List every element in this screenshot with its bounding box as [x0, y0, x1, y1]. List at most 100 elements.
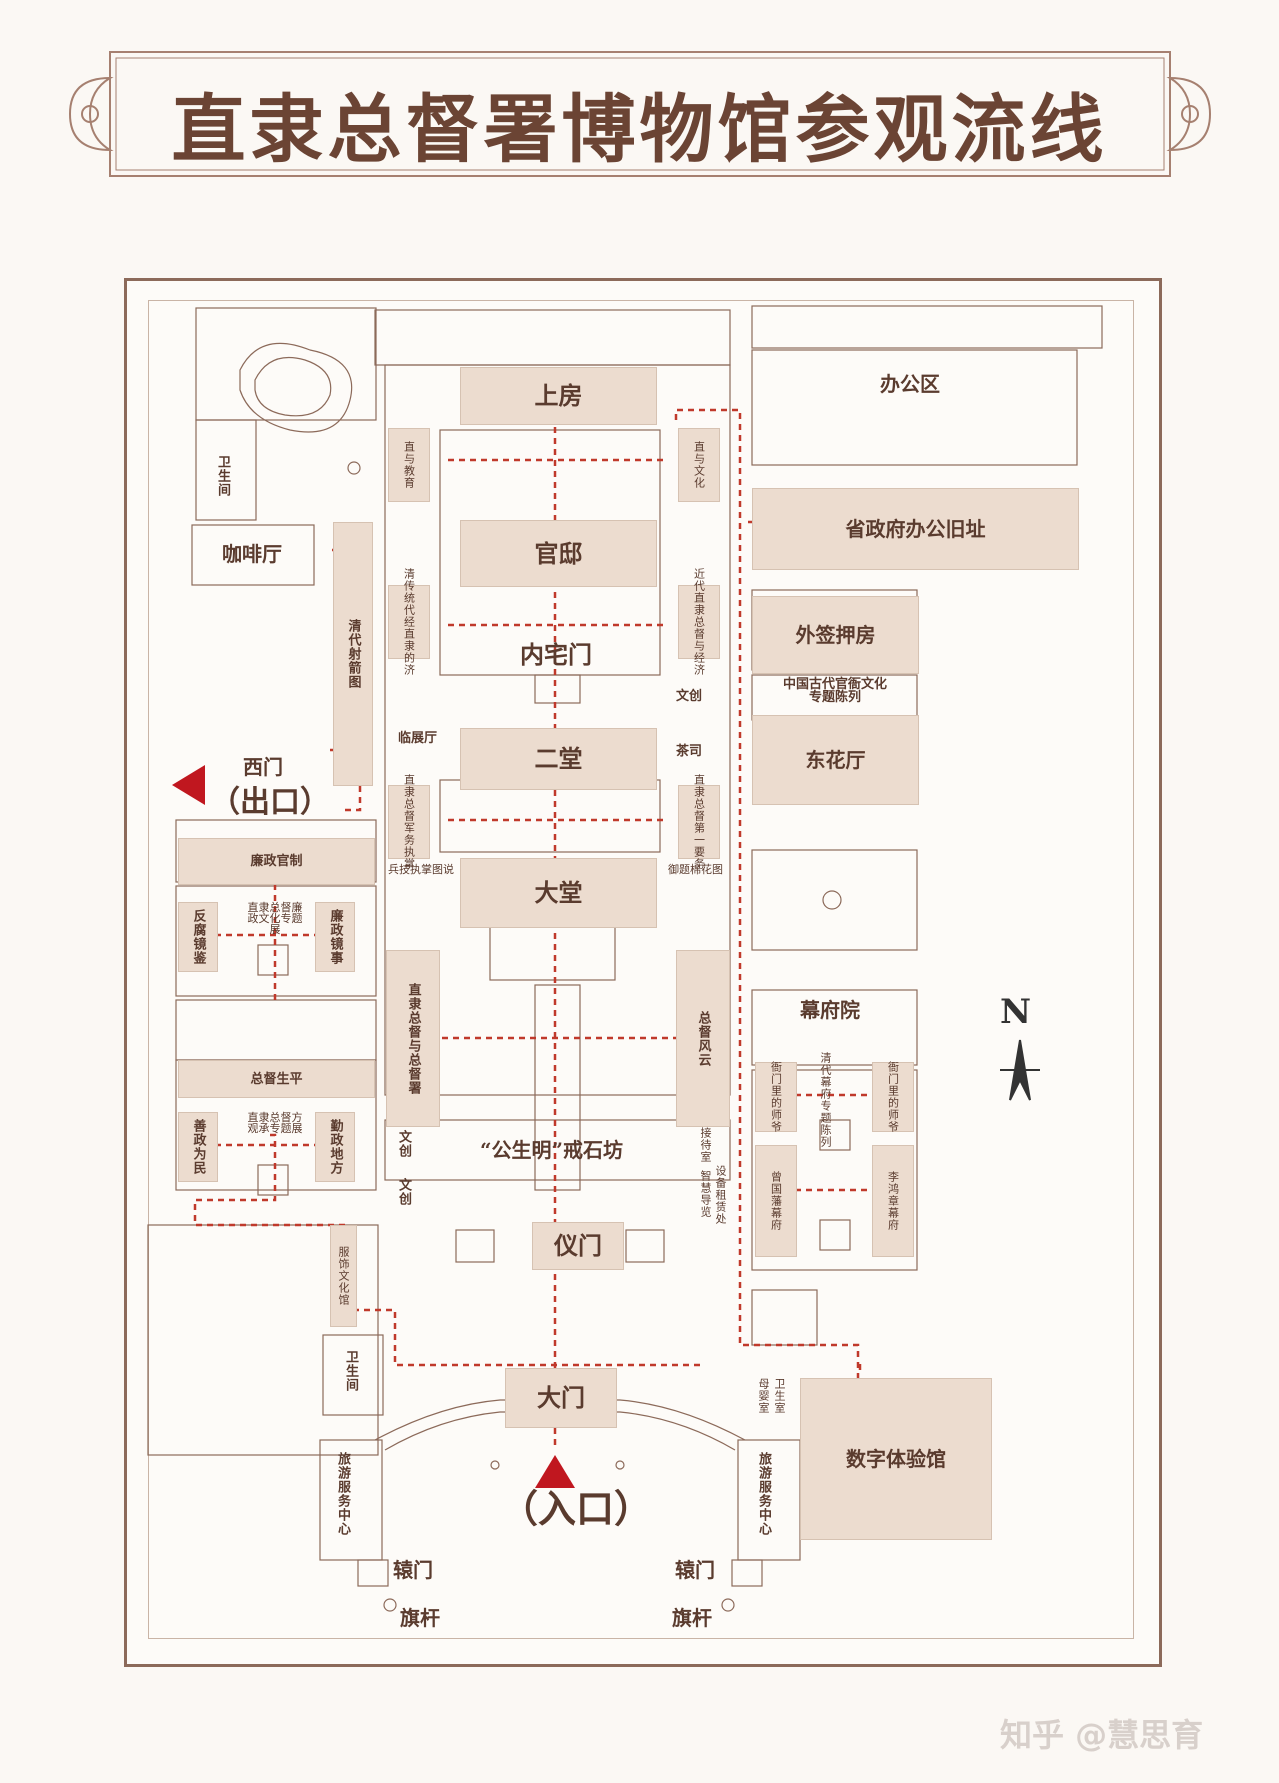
- label-jindai: 近代直隶总督与经济: [692, 568, 706, 676]
- hall-damen[interactable]: 大门: [505, 1368, 617, 1428]
- hall-yamen-right[interactable]: 衙门里的师爷: [872, 1061, 914, 1133]
- label-yuti: 御题棉花图: [668, 863, 723, 876]
- label-bingjizhi: 兵技执掌图说: [388, 863, 454, 876]
- label-costume: 服饰文化馆: [337, 1246, 350, 1306]
- label-yimen: 仪门: [554, 1231, 602, 1260]
- hall-wenhua[interactable]: 直与文化: [678, 428, 720, 502]
- hall-qing-shooting[interactable]: 清代射箭图: [333, 522, 373, 786]
- label-toilet-nw: 卫生间: [215, 455, 230, 497]
- hall-zongdu-shu[interactable]: 直隶总督与总督署: [386, 950, 440, 1127]
- label-zongdu-shu: 直隶总督与总督署: [405, 982, 421, 1095]
- label-jiedaishi: 接待室: [699, 1127, 712, 1163]
- label-donghuating: 东花厅: [805, 748, 866, 772]
- label-junwu: 直隶总督军务执掌: [402, 774, 416, 870]
- label-fanfu: 反腐镜鉴: [190, 909, 206, 965]
- label-cafe: 咖啡厅: [222, 542, 282, 566]
- hall-lianzheng-jishi[interactable]: 廉政镜事: [315, 902, 355, 972]
- hall-yamen-left[interactable]: 衙门里的师爷: [755, 1061, 797, 1133]
- label-wenhua: 直与文化: [692, 441, 706, 489]
- hall-cafe[interactable]: 咖啡厅: [192, 525, 312, 583]
- hall-waiqian[interactable]: 外签押房: [752, 596, 919, 674]
- label-jieshifang: “公生明”戒石坊: [480, 1138, 624, 1162]
- label-diyi: 直隶总督第一要务: [692, 774, 706, 870]
- hall-ertang[interactable]: 二堂: [460, 728, 657, 790]
- label-toilet-sw: 卫生间: [343, 1350, 358, 1392]
- exit-marker: [172, 765, 205, 805]
- label-wenchuang-3: 文创: [396, 1178, 411, 1206]
- label-qing-econ: 清传统代经直隶的济: [402, 568, 416, 676]
- label-yamen-left: 衙门里的师爷: [769, 1061, 783, 1133]
- hall-qinzheng[interactable]: 勤政地方: [315, 1112, 355, 1182]
- label-entrance: （入口）: [500, 1486, 653, 1531]
- label-qing-mufu: 清代幕府专题陈列: [819, 1052, 832, 1148]
- label-mufuyuan: 幕府院: [800, 998, 860, 1022]
- hall-yimen[interactable]: 仪门: [532, 1222, 624, 1270]
- label-guanxie: 官邸: [534, 538, 583, 568]
- label-shangfang: 上房: [534, 381, 583, 410]
- entrance-marker: [535, 1455, 575, 1488]
- label-zhihui-daolan: 智慧导览: [699, 1170, 712, 1218]
- hall-diyi[interactable]: 直隶总督第一要务: [678, 774, 720, 870]
- hall-lianzheng-guanzhi[interactable]: 廉政官制: [178, 838, 375, 885]
- label-lianzheng-exhibit: 直隶总督廉政文化专题展: [247, 901, 303, 936]
- label-toilet-mother: 卫生室: [773, 1378, 786, 1414]
- label-gudai-exhibit: 中国古代官衙文化专题陈列: [782, 677, 887, 705]
- hall-guanxie[interactable]: 官邸: [460, 520, 657, 587]
- label-flag-left: 旗杆: [400, 1606, 440, 1630]
- hall-jiaoyu[interactable]: 直与教育: [388, 428, 430, 502]
- hall-junwu[interactable]: 直隶总督军务执掌: [388, 774, 430, 870]
- label-flag-right: 旗杆: [672, 1606, 712, 1630]
- title-banner-frame: [68, 51, 1212, 177]
- map-inner-border: [148, 300, 1134, 1639]
- page-title: 直隶总督署博物馆参观流线: [171, 87, 1108, 173]
- label-qing-shooting: 清代射箭图: [345, 619, 361, 689]
- label-lianzheng-jishi: 廉政镜事: [327, 909, 343, 965]
- hall-qing-econ[interactable]: 清传统代经直隶的济: [388, 568, 430, 676]
- label-fangguan-exhibit: 直隶总督方观承专题展: [247, 1111, 303, 1135]
- label-lianzheng-guanzhi: 廉政官制: [250, 854, 303, 869]
- label-yuanmen-right: 辕门: [675, 1558, 715, 1582]
- label-shanzheng: 善政为民: [190, 1119, 206, 1175]
- label-office-area: 办公区: [880, 372, 940, 396]
- label-datang: 大堂: [534, 878, 583, 907]
- hall-zongdu-fengyun[interactable]: 总督风云: [676, 950, 730, 1127]
- hall-costume[interactable]: 服饰文化馆: [330, 1225, 357, 1327]
- label-shengzhengfu: 省政府办公旧址: [845, 517, 986, 541]
- label-ertang: 二堂: [534, 744, 583, 773]
- hall-shanzheng[interactable]: 善政为民: [178, 1112, 218, 1182]
- watermark: 知乎 @慧思育: [1000, 1716, 1204, 1754]
- label-linzhanting: 临展厅: [398, 731, 438, 746]
- label-wenchuang-2: 文创: [396, 1130, 411, 1158]
- label-zongdu-fengyun: 总督风云: [695, 1010, 711, 1067]
- hall-zeng[interactable]: 曾国藩幕府: [755, 1145, 797, 1257]
- label-waiqian: 外签押房: [795, 623, 876, 647]
- label-qinzheng: 勤政地方: [327, 1119, 343, 1175]
- label-yuanmen-left: 辕门: [393, 1558, 433, 1582]
- label-wenchuang-1: 文创: [676, 689, 703, 704]
- label-digital: 数字体验馆: [846, 1447, 946, 1471]
- label-shebei: 设备租赁处: [714, 1165, 727, 1225]
- hall-donghuating[interactable]: 东花厅: [752, 715, 919, 805]
- label-zongdu-shengping: 总督生平: [250, 1071, 303, 1087]
- label-tourist-left: 旅游服务中心: [335, 1452, 350, 1536]
- compass-north-label: N: [1000, 992, 1032, 1032]
- hall-jindai[interactable]: 近代直隶总督与经济: [678, 568, 720, 676]
- hall-li[interactable]: 李鸿章幕府: [872, 1145, 914, 1257]
- label-zeng: 曾国藩幕府: [769, 1171, 783, 1231]
- label-li: 李鸿章幕府: [886, 1171, 900, 1231]
- label-chasi: 茶司: [676, 744, 703, 759]
- label-damen: 大门: [537, 1383, 585, 1412]
- hall-fanfu[interactable]: 反腐镜鉴: [178, 902, 218, 972]
- hall-zongdu-shengping[interactable]: 总督生平: [178, 1060, 375, 1098]
- hall-digital[interactable]: 数字体验馆: [800, 1378, 992, 1540]
- north-arrow: [1000, 1039, 1040, 1101]
- label-tourist-right: 旅游服务中心: [756, 1452, 771, 1536]
- hall-datang[interactable]: 大堂: [460, 858, 657, 928]
- label-neizhai-gate: 内宅门: [520, 640, 592, 669]
- hall-shangfang[interactable]: 上房: [460, 367, 657, 425]
- hall-shengzhengfu[interactable]: 省政府办公旧址: [752, 488, 1079, 570]
- label-mother-room: 母婴室: [757, 1378, 770, 1414]
- label-west-gate: 西门: [243, 755, 283, 779]
- label-exit: （出口）: [210, 785, 330, 820]
